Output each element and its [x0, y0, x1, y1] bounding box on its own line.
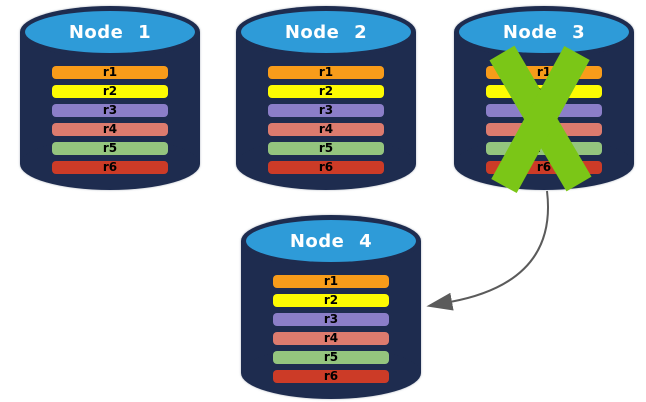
- record-bar: r1: [486, 66, 602, 79]
- record-label: r2: [102, 84, 118, 98]
- record-label: r5: [536, 141, 552, 155]
- record-bar: r2: [268, 85, 384, 98]
- record-bar: r2: [486, 85, 602, 98]
- record-label: r1: [536, 65, 552, 79]
- record-bar: r3: [268, 104, 384, 117]
- record-bar: r3: [486, 104, 602, 117]
- replication-arrow: [426, 190, 549, 311]
- record-bar: r4: [52, 123, 168, 136]
- node-3: Node 3 r1 r2 r3 r4 r5 r6: [454, 6, 634, 190]
- record-label: r5: [102, 141, 118, 155]
- record-bar: r1: [273, 275, 389, 288]
- node-title: Node 1: [68, 21, 152, 43]
- record-list: r1 r2 r3 r4 r5 r6: [268, 66, 384, 180]
- record-label: r3: [323, 312, 339, 326]
- record-bar: r6: [486, 161, 602, 174]
- cylinder-top: Node 2: [236, 6, 416, 58]
- record-label: r4: [323, 331, 339, 345]
- record-label: r2: [323, 293, 339, 307]
- cylinder-top: Node 1: [20, 6, 200, 58]
- record-bar: r5: [268, 142, 384, 155]
- record-bar: r6: [273, 370, 389, 383]
- record-list: r1 r2 r3 r4 r5 r6: [273, 275, 389, 389]
- record-label: r6: [318, 160, 334, 174]
- record-label: r3: [102, 103, 118, 117]
- record-list: r1 r2 r3 r4 r5 r6: [486, 66, 602, 180]
- record-bar: r4: [486, 123, 602, 136]
- cylinder-top-face: Node 2: [241, 11, 411, 53]
- record-label: r2: [536, 84, 552, 98]
- record-bar: r6: [52, 161, 168, 174]
- record-bar: r6: [268, 161, 384, 174]
- cylinder-top-face: Node 1: [25, 11, 195, 53]
- record-label: r6: [323, 369, 339, 383]
- record-label: r4: [318, 122, 334, 136]
- record-label: r1: [323, 274, 339, 288]
- record-label: r1: [318, 65, 334, 79]
- node-2: Node 2 r1 r2 r3 r4 r5 r6: [236, 6, 416, 190]
- node-title: Node 3: [502, 21, 586, 43]
- node-4: Node 4 r1 r2 r3 r4 r5 r6: [241, 215, 421, 399]
- record-label: r4: [102, 122, 118, 136]
- record-label: r3: [318, 103, 334, 117]
- record-label: r3: [536, 103, 552, 117]
- cylinder-top: Node 3: [454, 6, 634, 58]
- record-label: r5: [323, 350, 339, 364]
- record-bar: r5: [486, 142, 602, 155]
- record-bar: r1: [268, 66, 384, 79]
- record-bar: r3: [273, 313, 389, 326]
- cylinder-top-face: Node 4: [246, 220, 416, 262]
- record-label: r5: [318, 141, 334, 155]
- record-bar: r5: [273, 351, 389, 364]
- record-bar: r1: [52, 66, 168, 79]
- record-label: r4: [536, 122, 552, 136]
- node-1: Node 1 r1 r2 r3 r4 r5 r6: [20, 6, 200, 190]
- node-title: Node 2: [284, 21, 368, 43]
- record-bar: r4: [268, 123, 384, 136]
- record-bar: r2: [52, 85, 168, 98]
- record-label: r2: [318, 84, 334, 98]
- record-label: r6: [102, 160, 118, 174]
- record-bar: r5: [52, 142, 168, 155]
- node-title: Node 4: [289, 230, 373, 252]
- cylinder-top-face: Node 3: [459, 11, 629, 53]
- record-list: r1 r2 r3 r4 r5 r6: [52, 66, 168, 180]
- record-bar: r2: [273, 294, 389, 307]
- record-label: r6: [536, 160, 552, 174]
- record-bar: r3: [52, 104, 168, 117]
- record-label: r1: [102, 65, 118, 79]
- cylinder-top: Node 4: [241, 215, 421, 267]
- record-bar: r4: [273, 332, 389, 345]
